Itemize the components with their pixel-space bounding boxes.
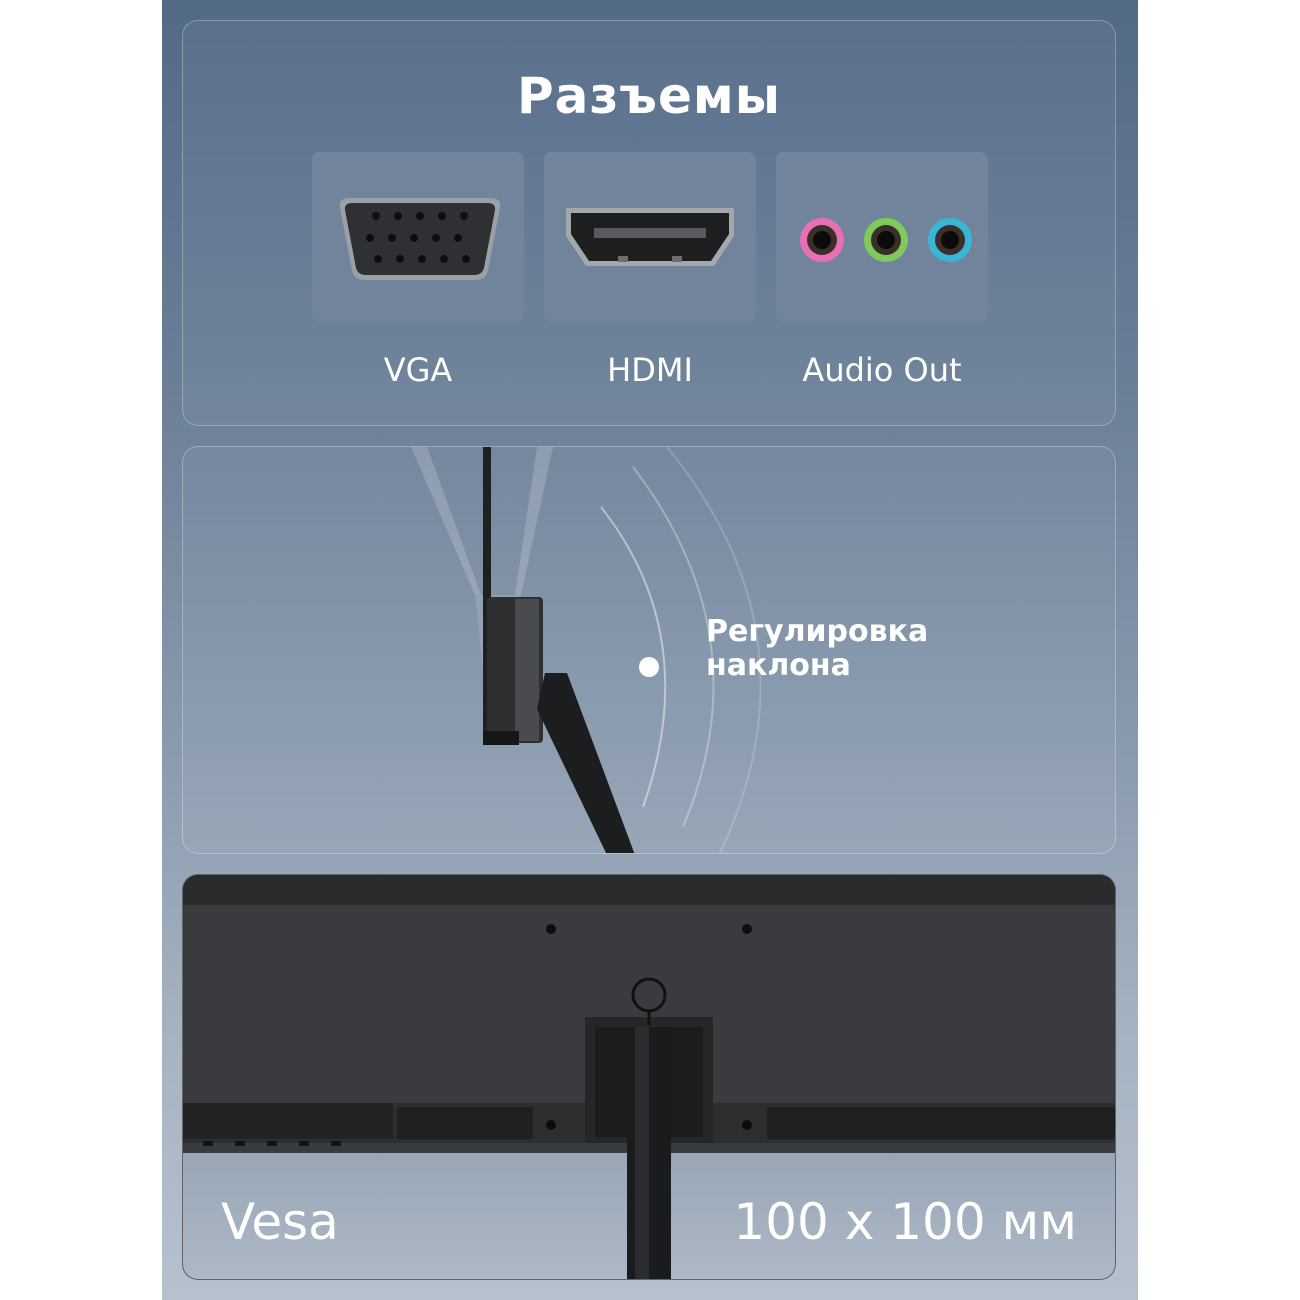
vga-port-icon — [339, 198, 501, 280]
vga-label: VGA — [383, 351, 453, 389]
stand-neck-icon — [627, 1027, 671, 1279]
audio-out-label: Audio Out — [802, 351, 962, 389]
vga-port-tile — [312, 152, 524, 322]
vesa-value: 100 x 100 мм — [733, 1193, 1077, 1251]
vesa-card: Vesa 100 x 100 мм — [182, 874, 1116, 1280]
hdmi-port-icon — [566, 208, 734, 266]
tilt-card: Регулировка наклона — [182, 446, 1116, 854]
hdmi-label: HDMI — [607, 351, 693, 389]
audio-jacks-icon — [800, 218, 972, 262]
hdmi-port-tile — [544, 152, 756, 322]
tilt-label: Регулировка наклона — [706, 615, 928, 683]
product-infographic: Разъемы — [162, 0, 1138, 1300]
tilt-indicator-dot — [639, 657, 659, 677]
monitor-tilt-icon — [411, 447, 762, 853]
ports-title: Разъемы — [516, 67, 781, 125]
vesa-label: Vesa — [221, 1193, 339, 1251]
tilt-label-line2: наклона — [706, 648, 851, 683]
tilt-label-line1: Регулировка — [706, 614, 929, 649]
ports-card: Разъемы — [182, 20, 1116, 426]
audio-port-tile — [776, 152, 988, 322]
